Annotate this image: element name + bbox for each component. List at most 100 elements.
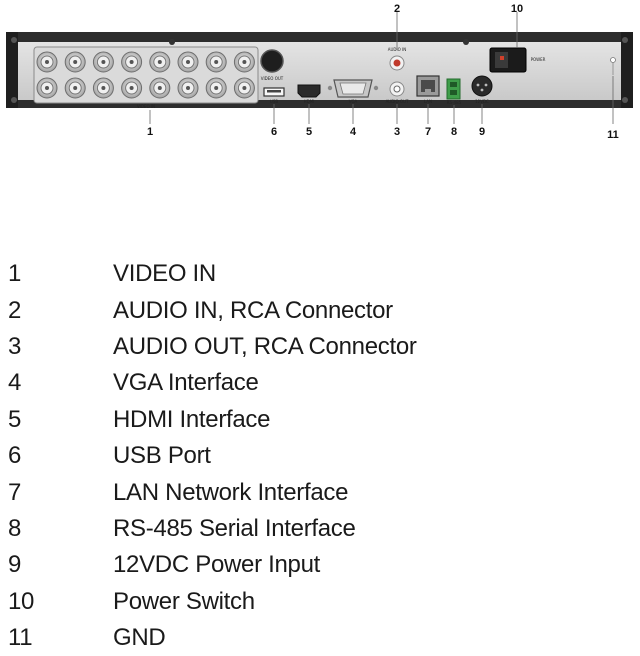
- rs485-terminal-slot: [450, 82, 457, 87]
- legend-number: 8: [8, 514, 22, 542]
- video-in-label: VIDEO IN: [137, 104, 155, 109]
- screw: [622, 37, 628, 43]
- legend-description: Power Switch: [113, 587, 255, 615]
- callout-1: 1: [147, 126, 153, 138]
- legend-row: 10 Power Switch: [0, 584, 640, 620]
- legend-number: 6: [8, 442, 22, 470]
- video-in-bnc-pin: [242, 60, 247, 64]
- screw: [11, 97, 17, 103]
- lan-label: LAN: [424, 99, 432, 104]
- video-out-label: VIDEO OUT: [261, 76, 284, 81]
- legend-description: LAN Network Interface: [113, 478, 349, 506]
- connector-legend: 1 VIDEO IN 2 AUDIO IN, RCA Connector 3 AUDIO …: [0, 256, 640, 656]
- hdmi-port[interactable]: [297, 84, 321, 98]
- callout-9: 9: [479, 126, 485, 138]
- video-in-bnc-pin: [157, 60, 162, 64]
- video-in-block: [33, 46, 259, 104]
- legend-number: 2: [8, 296, 22, 324]
- gnd-terminal[interactable]: [610, 57, 616, 63]
- legend-number: 7: [8, 478, 22, 506]
- video-in-bnc-pin: [73, 60, 78, 64]
- legend-number: 11: [8, 624, 33, 652]
- power-input-pin: [476, 83, 480, 87]
- legend-number: 3: [8, 332, 22, 360]
- vga-screw: [327, 85, 333, 91]
- video-in-bnc-pin: [73, 86, 78, 90]
- callout-8: 8: [451, 126, 457, 138]
- legend-row: 11 GND: [0, 620, 640, 656]
- callout-2: 2: [394, 3, 400, 15]
- video-in-bnc-pin: [157, 86, 162, 90]
- video-in-bnc-pin: [186, 86, 190, 90]
- video-in-bnc-pin: [101, 86, 106, 90]
- legend-number: 9: [8, 551, 22, 579]
- callout-5: 5: [306, 126, 312, 138]
- callout-10: 10: [511, 3, 523, 15]
- legend-row: 2 AUDIO IN, RCA Connector: [0, 292, 640, 328]
- audio-out-label: AUDIO OUT: [386, 99, 409, 104]
- legend-description: GND: [113, 624, 166, 652]
- audio-out-rca-core: [393, 85, 401, 93]
- legend-number: 10: [8, 587, 35, 615]
- legend-description: HDMI Interface: [113, 405, 271, 433]
- video-out-connector[interactable]: [260, 49, 284, 73]
- screw: [169, 39, 175, 45]
- legend-row: 5 HDMI Interface: [0, 402, 640, 438]
- video-in-bnc-connectors: [36, 51, 255, 99]
- legend-row: 4 VGA Interface: [0, 365, 640, 401]
- hdmi-label: HDMI: [304, 99, 315, 104]
- legend-description: 12VDC Power Input: [113, 551, 321, 579]
- audio-in-rca-core: [393, 59, 401, 67]
- legend-description: USB Port: [113, 442, 211, 470]
- callout-6: 6: [271, 126, 277, 138]
- chassis-rail-left: [6, 32, 18, 108]
- legend-number: 4: [8, 369, 22, 397]
- vga-label: VGA: [349, 99, 358, 104]
- rs485-terminal-slot: [450, 90, 457, 95]
- video-in-bnc-pin: [45, 86, 49, 90]
- vga-screw: [373, 85, 379, 91]
- video-in-bnc-pin: [45, 60, 49, 64]
- legend-description: RS-485 Serial Interface: [113, 514, 356, 542]
- vga-port-inner: [339, 82, 367, 95]
- rear-panel-diagram: VIDEO IN VIDEO OUT USB HDMI VGA AUDIO IN…: [6, 3, 633, 141]
- lan-port-opening: [421, 80, 435, 92]
- leader-lines: [149, 12, 614, 124]
- legend-description: VIDEO IN: [113, 260, 216, 288]
- legend-number: 1: [8, 260, 22, 288]
- power-input-label: 12VDC: [475, 99, 489, 104]
- legend-row: 6 USB Port: [0, 438, 640, 474]
- video-in-bnc-pin: [101, 60, 106, 64]
- power-switch-indicator: [500, 56, 504, 60]
- lan-port-clip: [425, 89, 431, 92]
- screw: [463, 39, 469, 45]
- legend-row: 8 RS-485 Serial Interface: [0, 511, 640, 547]
- rs485-label: RS-485: [447, 100, 462, 105]
- legend-description: VGA Interface: [113, 369, 259, 397]
- legend-description: AUDIO OUT, RCA Connector: [113, 332, 417, 360]
- power-switch-label: POWER: [531, 57, 546, 62]
- video-in-bnc-pin: [214, 60, 219, 64]
- legend-row: 9 12VDC Power Input: [0, 547, 640, 583]
- video-in-bnc-pin: [129, 60, 134, 64]
- legend-row: 1 VIDEO IN: [0, 256, 640, 292]
- video-in-bnc-pin: [186, 60, 190, 64]
- legend-number: 5: [8, 405, 22, 433]
- video-in-bnc-pin: [214, 86, 219, 90]
- callout-3: 3: [394, 126, 400, 138]
- power-input-pin: [480, 88, 484, 92]
- callout-4: 4: [350, 126, 357, 138]
- legend-row: 7 LAN Network Interface: [0, 474, 640, 510]
- callout-7: 7: [425, 126, 431, 138]
- screw: [622, 97, 628, 103]
- power-input-pin: [484, 83, 488, 87]
- power-input-connector[interactable]: [471, 75, 493, 97]
- video-in-bnc-pin: [242, 86, 247, 90]
- screw: [11, 37, 17, 43]
- usb-port-tongue: [267, 90, 281, 93]
- chassis-rail-right: [621, 32, 633, 108]
- legend-row: 3 AUDIO OUT, RCA Connector: [0, 329, 640, 365]
- legend-description: AUDIO IN, RCA Connector: [113, 296, 393, 324]
- video-in-bnc-pin: [129, 86, 134, 90]
- callout-11: 11: [607, 129, 619, 141]
